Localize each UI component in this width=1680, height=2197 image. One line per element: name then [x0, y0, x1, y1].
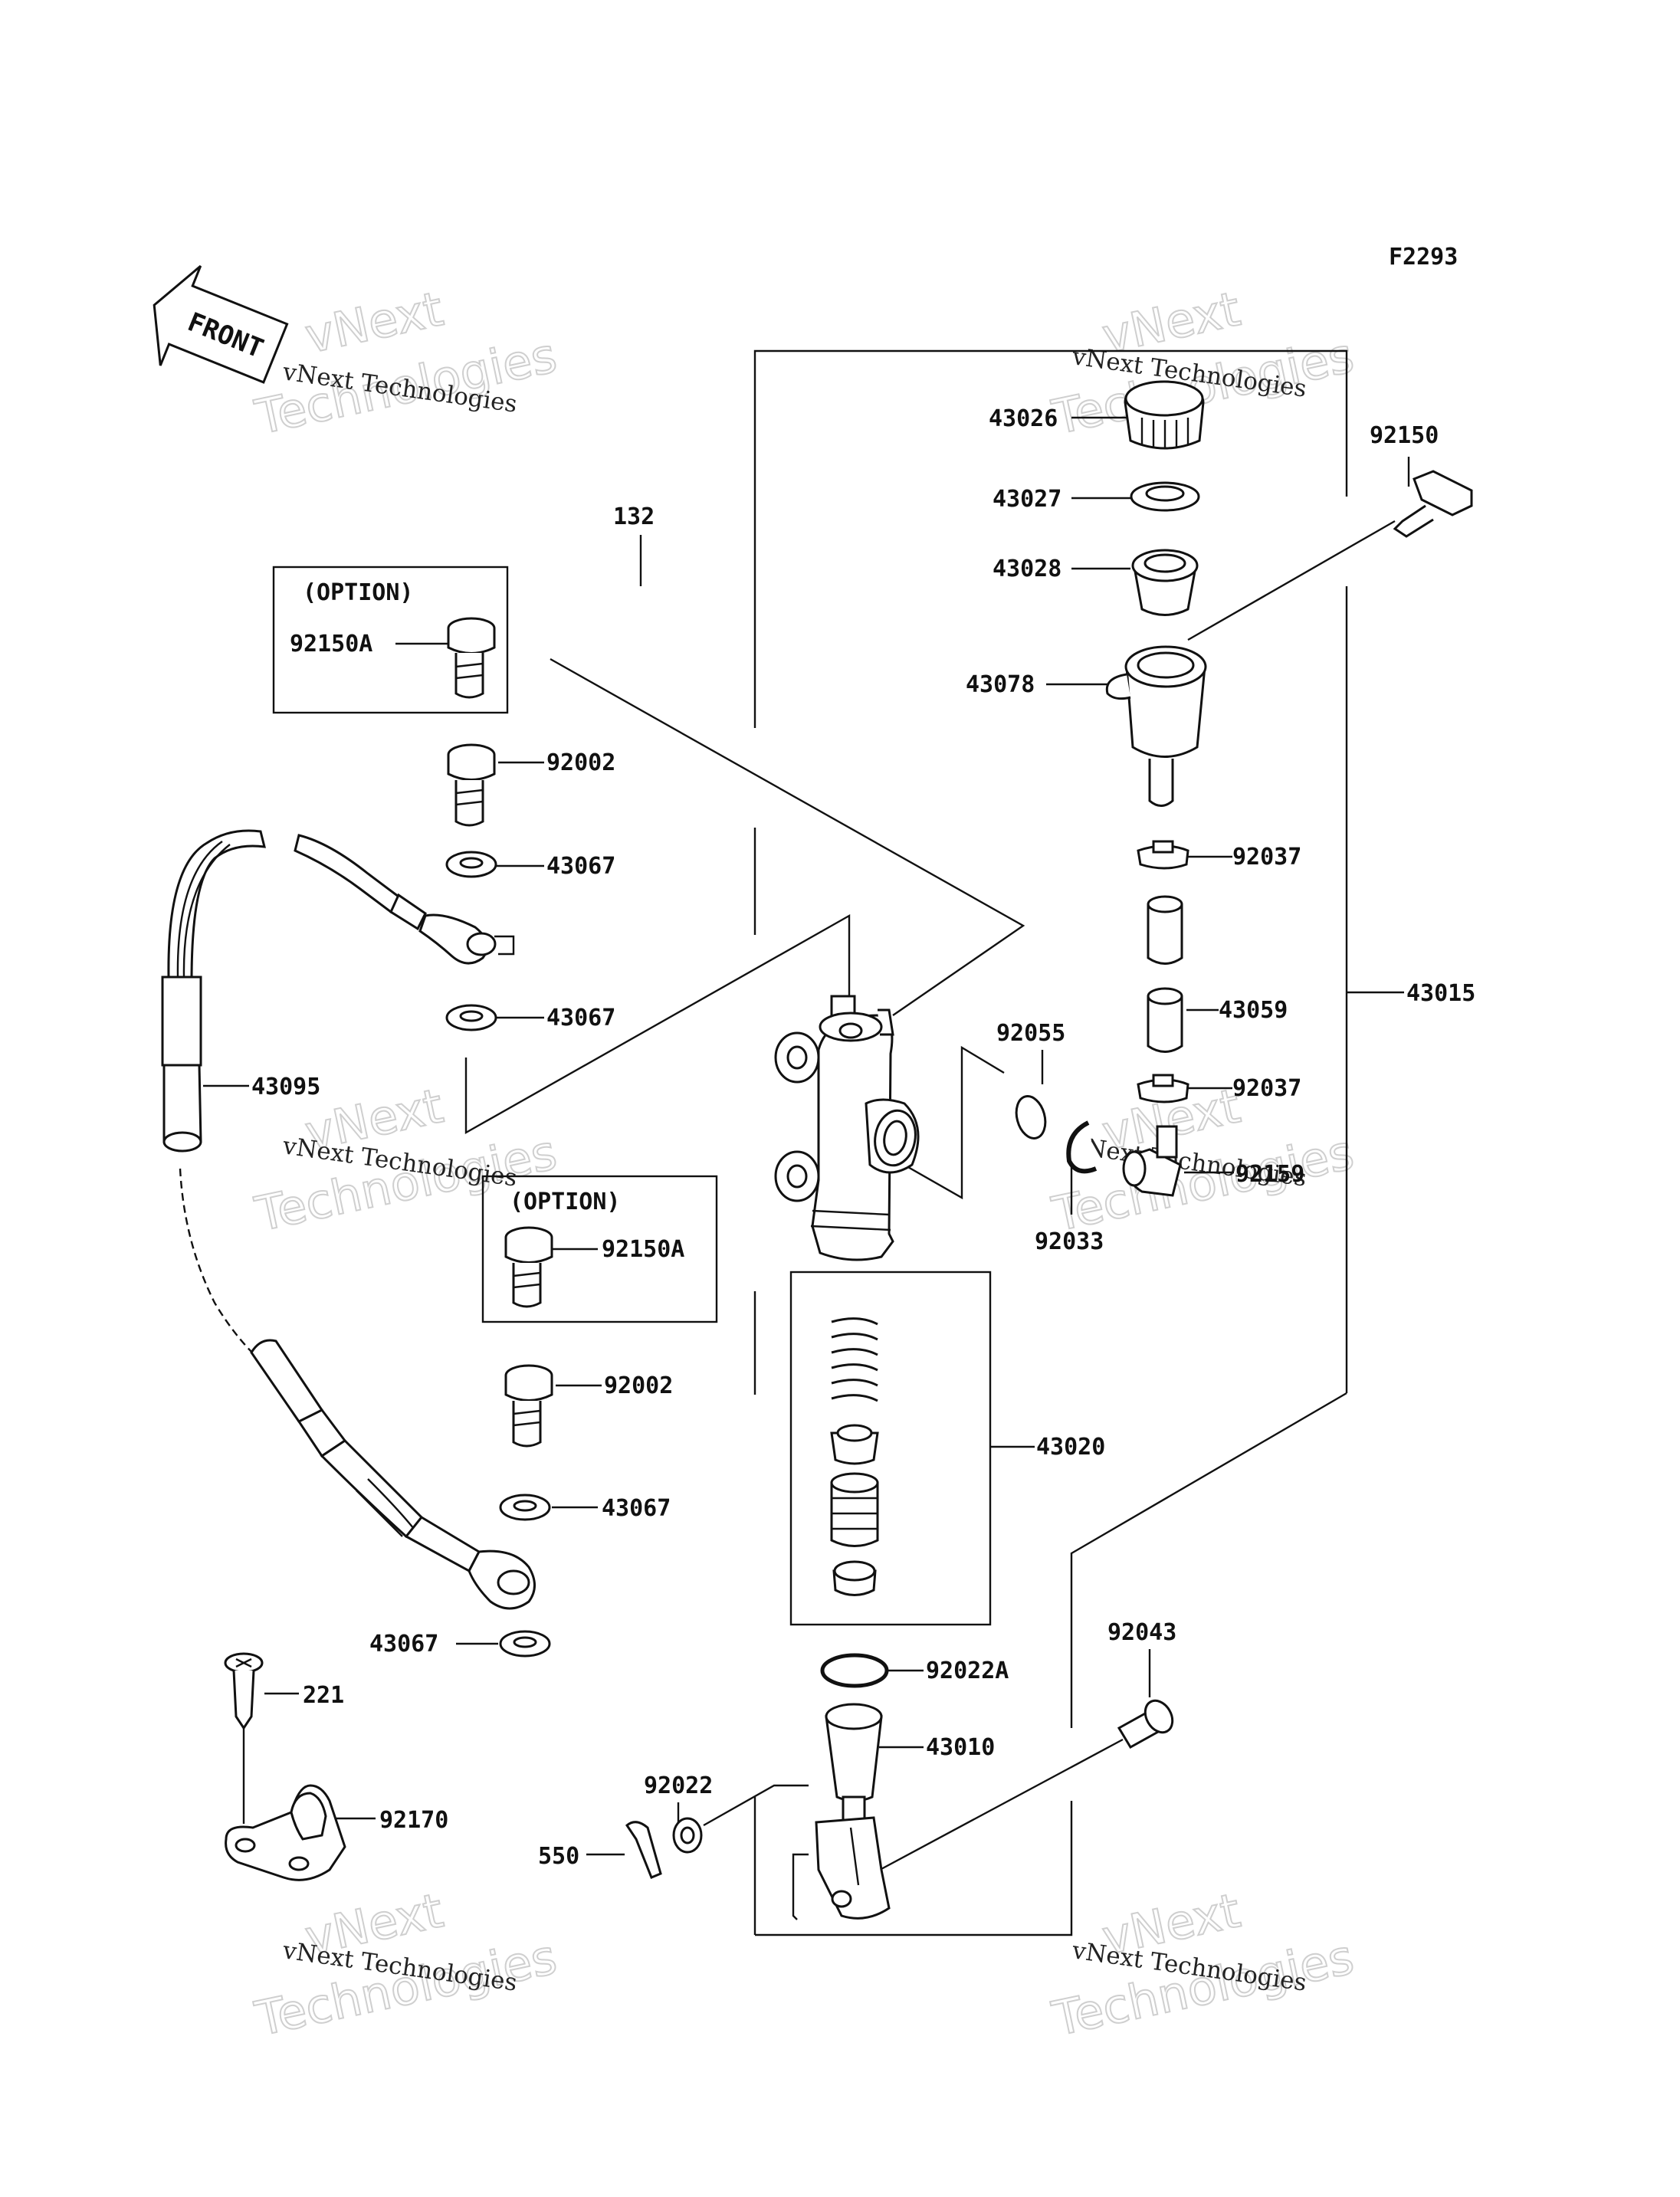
label-43067-4: 43067 — [369, 1631, 438, 1658]
washer-92022 — [672, 1817, 703, 1854]
circlip-92033 — [1066, 1120, 1098, 1174]
label-92150A-bottom: 92150A — [602, 1236, 684, 1263]
part-labels: 43026 43027 43028 43078 92150 132 92150A… — [251, 405, 1475, 1870]
piston-kit-43020 — [830, 1317, 879, 1596]
assembly-frame-43015 — [753, 349, 1404, 1936]
cotter-pin-550 — [625, 1821, 662, 1879]
label-43095: 43095 — [251, 1074, 320, 1100]
label-92037-upper: 92037 — [1232, 844, 1301, 871]
label-132: 132 — [613, 503, 655, 530]
brake-hose-43095 — [161, 829, 536, 1610]
label-92022A: 92022A — [926, 1658, 1009, 1684]
label-43027: 43027 — [993, 486, 1061, 513]
screw-221 — [224, 1652, 264, 1730]
banjo-bolt-92002-top — [447, 743, 496, 827]
label-221: 221 — [303, 1682, 344, 1709]
label-43020: 43020 — [1036, 1434, 1105, 1461]
option-label-bottom: (OPTION) — [510, 1189, 621, 1215]
label-92033: 92033 — [1035, 1228, 1104, 1255]
option-box-top — [272, 566, 509, 714]
label-43067-2: 43067 — [546, 1005, 615, 1031]
label-43010: 43010 — [926, 1734, 995, 1761]
label-92150: 92150 — [1370, 422, 1439, 449]
diaphragm-plate-43027 — [1130, 481, 1200, 512]
push-rod-43010 — [815, 1703, 891, 1920]
diaphragm-43028 — [1131, 549, 1199, 616]
clamp-92170 — [225, 1784, 346, 1881]
label-550: 550 — [538, 1843, 579, 1870]
label-92002-bottom: 92002 — [604, 1372, 673, 1399]
label-43067-1: 43067 — [546, 853, 615, 880]
washer-43067-4 — [499, 1630, 551, 1658]
label-43059: 43059 — [1219, 997, 1288, 1024]
master-cylinder-body — [774, 995, 920, 1261]
option-label-top: (OPTION) — [303, 579, 414, 606]
label-92159: 92159 — [1235, 1161, 1304, 1188]
label-92055: 92055 — [996, 1020, 1065, 1047]
option-box-bottom — [481, 1175, 718, 1323]
clamp-92037-upper — [1137, 840, 1189, 870]
label-43067-3: 43067 — [602, 1495, 671, 1522]
svg-text:vNext: vNext — [300, 280, 448, 364]
banjo-bolt-92150A-bottom — [504, 1226, 553, 1308]
washer-43067-1 — [445, 851, 497, 878]
label-43028: 43028 — [993, 556, 1061, 582]
o-ring-92055 — [1015, 1095, 1047, 1139]
snap-ring-92022A — [820, 1653, 889, 1688]
label-92002-top: 92002 — [546, 749, 615, 776]
label-43015: 43015 — [1406, 980, 1475, 1007]
hose-43059-lower — [1147, 987, 1183, 1053]
washer-43067-2 — [445, 1004, 497, 1031]
fitting-92159 — [1122, 1125, 1182, 1197]
label-43026: 43026 — [989, 405, 1058, 432]
banjo-bolt-92150A-top — [447, 617, 496, 699]
label-92022: 92022 — [644, 1772, 713, 1799]
label-92170: 92170 — [379, 1807, 448, 1834]
hose-43059-upper — [1147, 895, 1183, 965]
reservoir-cap-43026 — [1124, 380, 1205, 450]
label-92150A-top: 92150A — [290, 631, 372, 657]
label-43078: 43078 — [966, 671, 1035, 698]
clevis-pin-92043 — [1117, 1699, 1174, 1749]
leader-lines — [203, 416, 1410, 1920]
label-92043: 92043 — [1107, 1619, 1176, 1646]
reservoir-tank-43078 — [1105, 645, 1207, 807]
figure-code: F2293 — [1389, 244, 1458, 271]
clamp-92037-lower — [1137, 1074, 1189, 1103]
bolt-92150 — [1393, 470, 1473, 538]
piston-kit-43020-box — [789, 1271, 992, 1626]
banjo-bolt-92002-bottom — [504, 1364, 553, 1448]
washer-43067-3 — [499, 1494, 551, 1521]
front-arrow-icon: FRONT — [153, 264, 289, 384]
label-92037-lower: 92037 — [1232, 1075, 1301, 1102]
